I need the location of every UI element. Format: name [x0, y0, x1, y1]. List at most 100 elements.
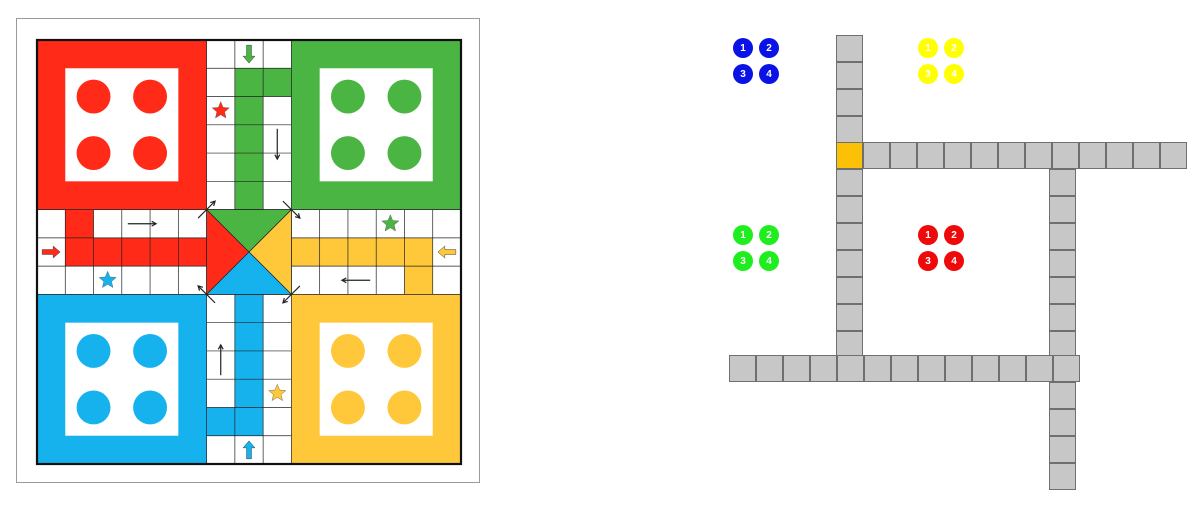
- direction-arrow-icon-head: [274, 154, 281, 161]
- yellow-token-4[interactable]: 4: [944, 64, 964, 84]
- yellow-entry-arrow-icon: [437, 245, 457, 259]
- red-safe-star-icon: [211, 101, 230, 119]
- track-cell: [836, 62, 863, 89]
- track-cell: [1052, 142, 1079, 169]
- track-cell: [1049, 250, 1076, 277]
- track-cell: [1025, 142, 1052, 169]
- track-cell: [998, 142, 1025, 169]
- red-home-token-slot-4: [133, 136, 168, 171]
- blue-home-token-slot-4: [133, 390, 168, 425]
- track-cell: [836, 35, 863, 62]
- green-track-cell: [234, 96, 264, 125]
- corner-arrow-icon-head: [197, 285, 204, 291]
- red-entry-arrow-icon: [41, 245, 61, 259]
- corner-arrow-icon: [197, 200, 216, 219]
- track-cell: [1049, 436, 1076, 463]
- yellow-entry-arrow-icon-shape: [437, 245, 457, 259]
- track-cell: [1049, 409, 1076, 436]
- board-border: [35, 38, 463, 466]
- track-cell: [836, 223, 863, 250]
- track-cell: [836, 89, 863, 116]
- track-cell: [756, 355, 783, 382]
- track-cell: [1049, 223, 1076, 250]
- green-track-cell: [234, 153, 264, 182]
- corner-arrow-icon: [282, 200, 301, 219]
- track-cell: [1053, 355, 1080, 382]
- green-entry-arrow-icon: [242, 44, 256, 64]
- yellow-track-cell: [404, 266, 433, 295]
- track-cell: [1049, 382, 1076, 409]
- red-home-token-slot-3: [76, 136, 111, 171]
- track-cell: [836, 304, 863, 331]
- track-cell: [1133, 142, 1160, 169]
- green-track-cell: [234, 181, 264, 210]
- corner-arrow-icon-head: [282, 297, 288, 304]
- green-token-4[interactable]: 4: [759, 251, 779, 271]
- track-cell: [1049, 463, 1076, 490]
- track-cell: [810, 355, 837, 382]
- track-cell: [1026, 355, 1053, 382]
- yellow-home-token-slot-3: [330, 390, 365, 425]
- track-cell: [863, 142, 890, 169]
- blue-token-2[interactable]: 2: [759, 38, 779, 58]
- green-safe-star-icon: [381, 214, 400, 232]
- red-token-4[interactable]: 4: [944, 251, 964, 271]
- ludo-board: [16, 18, 480, 483]
- blue-token-1[interactable]: 1: [733, 38, 753, 58]
- red-track-cell: [178, 237, 207, 267]
- track-cell: [836, 250, 863, 277]
- blue-finish-triangle: [205, 251, 293, 295]
- track-cell: [783, 355, 810, 382]
- blue-track-cell: [234, 322, 264, 351]
- track-cell: [729, 355, 756, 382]
- red-token-2[interactable]: 2: [944, 225, 964, 245]
- track-cell: [1049, 196, 1076, 223]
- track-cell: [945, 355, 972, 382]
- green-token-2[interactable]: 2: [759, 225, 779, 245]
- yellow-home-token-slot-1: [330, 333, 365, 368]
- red-home-token-slot-1: [76, 79, 111, 114]
- track-cell: [1049, 169, 1076, 196]
- track-cell: [1049, 331, 1076, 358]
- yellow-track-cell: [347, 237, 377, 267]
- track-cell: [836, 196, 863, 223]
- red-track-cell: [150, 237, 179, 267]
- green-home-token-slot-2: [387, 79, 422, 114]
- blue-home-token-slot-2: [133, 333, 168, 368]
- ludo-board-grid: [35, 38, 463, 466]
- track-cell: [1049, 277, 1076, 304]
- track-cell: [999, 355, 1026, 382]
- track-cell: [971, 142, 998, 169]
- track-cell: [1106, 142, 1133, 169]
- yellow-home-token-slot-4: [387, 390, 422, 425]
- blue-token-3[interactable]: 3: [733, 64, 753, 84]
- track-cell: [836, 169, 863, 196]
- blue-safe-star-icon: [98, 270, 117, 288]
- red-token-1[interactable]: 1: [918, 225, 938, 245]
- blue-entry-arrow-icon-shape: [242, 440, 256, 460]
- yellow-safe-star-icon: [268, 383, 287, 402]
- direction-arrow-icon-head: [217, 343, 224, 350]
- corner-arrow-icon: [282, 285, 301, 304]
- yellow-track-cell: [404, 237, 433, 267]
- blue-home-token-slot-3: [76, 390, 111, 425]
- corner-arrow-icon-head: [210, 200, 216, 207]
- track-cell: [837, 355, 864, 382]
- green-entry-arrow-icon-shape: [242, 44, 256, 64]
- yellow-token-2[interactable]: 2: [944, 38, 964, 58]
- red-token-3[interactable]: 3: [918, 251, 938, 271]
- track-cell: [890, 142, 917, 169]
- blue-home-token-slot-1: [76, 333, 111, 368]
- track-cell: [972, 355, 999, 382]
- track-cell: [944, 142, 971, 169]
- green-home-token-slot-1: [330, 79, 365, 114]
- green-token-1[interactable]: 1: [733, 225, 753, 245]
- yellow-token-1[interactable]: 1: [918, 38, 938, 58]
- track-cell: [917, 142, 944, 169]
- blue-token-4[interactable]: 4: [759, 64, 779, 84]
- yellow-token-3[interactable]: 3: [918, 64, 938, 84]
- corner-arrow-icon: [197, 285, 216, 304]
- track-cell: [836, 116, 863, 143]
- green-token-3[interactable]: 3: [733, 251, 753, 271]
- blue-entry-arrow-icon: [242, 440, 256, 460]
